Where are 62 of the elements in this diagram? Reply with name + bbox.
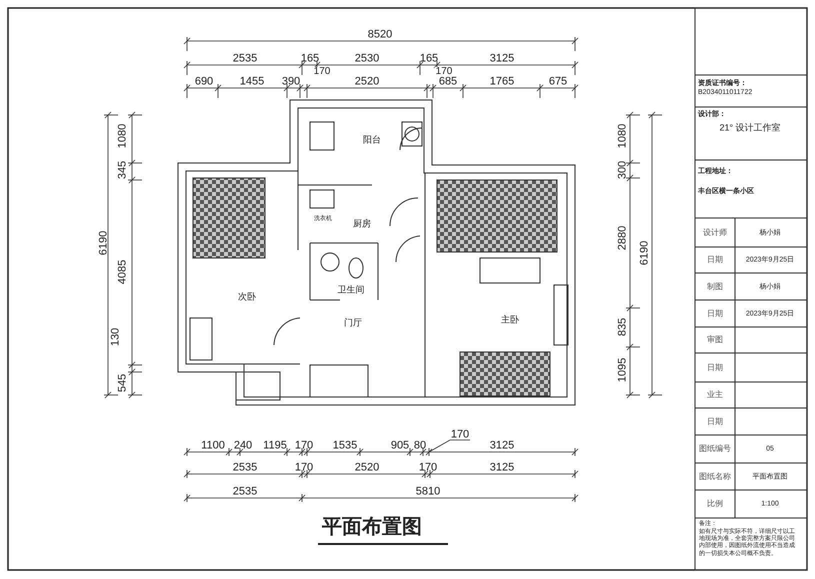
- field-label: 比例: [707, 500, 723, 508]
- dimension-text: 240: [234, 440, 252, 452]
- dimension-text: 905: [390, 440, 410, 452]
- dimension-text: 675: [548, 76, 568, 88]
- dimension-text: 130: [110, 328, 122, 346]
- dimension-text: 2535: [232, 486, 258, 498]
- dimension-text: 170: [418, 462, 438, 474]
- room-label: 门厅: [344, 318, 362, 328]
- dimension-text: 165: [420, 54, 438, 64]
- room-label: 阳台: [363, 136, 381, 144]
- dimension-text: 2530: [354, 54, 380, 64]
- field-label: 日期: [707, 256, 723, 264]
- field-value: 21° 设计工作室: [719, 124, 781, 132]
- dimension-text: 170: [294, 440, 314, 452]
- dimension-text: 80: [414, 440, 426, 452]
- field-label: 图纸编号: [699, 445, 731, 453]
- dimension-text: 165: [300, 54, 320, 64]
- dimension-text: 3125: [490, 462, 514, 474]
- drawing-title: 平面布置图: [322, 517, 422, 537]
- field-label: 日期: [707, 418, 723, 426]
- dimension-text: 5810: [416, 486, 440, 498]
- field-label: 制图: [707, 282, 723, 290]
- dimension-text: 170: [434, 67, 454, 77]
- room-label: 厨房: [353, 220, 371, 228]
- dimension-text: 2535: [232, 462, 258, 474]
- dimension-text: 170: [294, 462, 314, 474]
- dimension-text: 690: [194, 76, 214, 88]
- dimension-text: 6190: [98, 230, 110, 256]
- dimension-text: 685: [438, 76, 458, 88]
- dimension-text: 300: [618, 160, 628, 180]
- dimension-text: 1195: [263, 440, 287, 452]
- dimension-text: 2880: [618, 226, 628, 250]
- dimension-text: 835: [618, 318, 628, 336]
- dimension-text: 4085: [118, 260, 128, 284]
- dimension-text: 1100: [201, 440, 225, 452]
- dimension-text: 345: [118, 160, 128, 180]
- dimension-text: 170: [312, 67, 332, 77]
- dimension-text: 6190: [640, 240, 650, 266]
- dimension-text: 8520: [368, 30, 392, 40]
- dimension-text: 390: [282, 76, 300, 88]
- field-label: 图纸名称: [699, 472, 731, 480]
- dimension-text: 1535: [332, 440, 358, 452]
- room-label: 卫生间: [338, 286, 364, 294]
- dimension-text: 1765: [490, 76, 514, 88]
- dimension-text: 3125: [490, 440, 514, 452]
- room-label: 主卧: [501, 316, 519, 324]
- dimension-text: 1455: [240, 76, 264, 88]
- dimension-text: 3125: [490, 54, 514, 64]
- dimension-text: 2520: [354, 76, 380, 88]
- field-label: 业主: [707, 391, 723, 399]
- room-label: 次卧: [238, 292, 256, 302]
- dimension-text: 170: [450, 430, 470, 440]
- dimension-text: 1080: [118, 124, 128, 148]
- dimension-text: 1080: [618, 124, 628, 148]
- dimension-text: 1095: [618, 358, 628, 382]
- field-label: 日期: [707, 310, 723, 318]
- dimension-text: 545: [118, 374, 128, 392]
- field-label: 审图: [707, 336, 723, 344]
- dimension-text: 2535: [232, 54, 258, 64]
- field-label: 日期: [707, 364, 723, 372]
- dimension-text: 2520: [354, 462, 380, 474]
- field-label: 设计师: [703, 228, 727, 236]
